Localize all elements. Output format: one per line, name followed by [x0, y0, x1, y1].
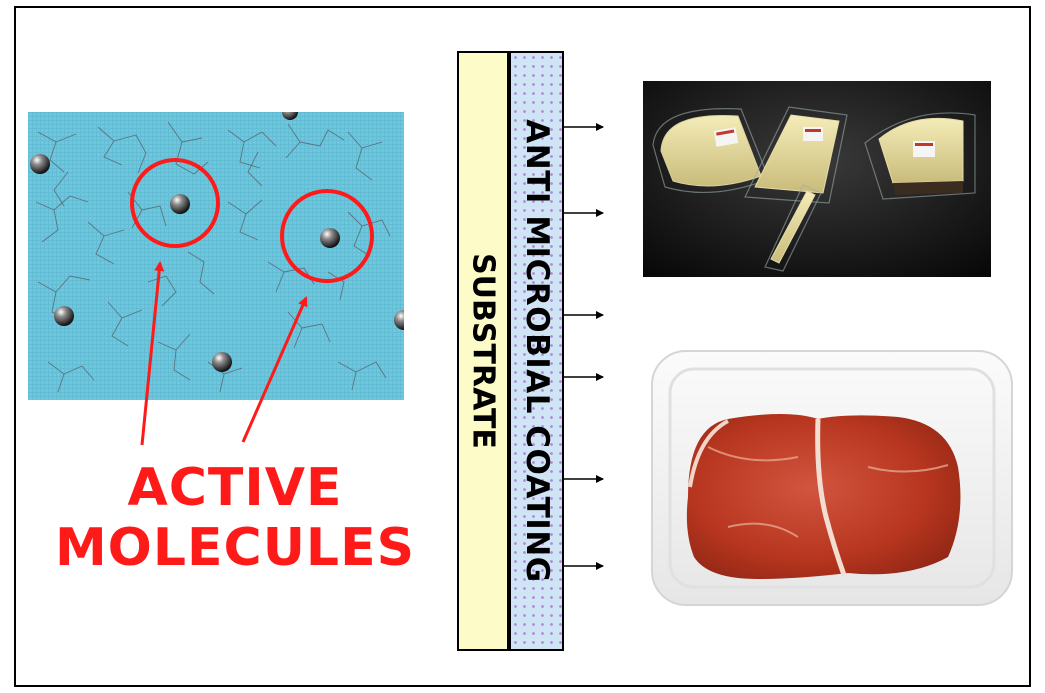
coating-label: ANTI MICROBIAL COATING [519, 119, 555, 582]
substrate-label: SUBSTRATE [466, 253, 501, 449]
packaged-cheese-photo [643, 81, 991, 277]
substrate-layer: SUBSTRATE [457, 51, 509, 651]
arrow-left [142, 263, 160, 445]
active-label-line2: MOLECULES [40, 518, 430, 578]
arrow-right [243, 298, 306, 442]
active-label-line1: ACTIVE [40, 458, 430, 518]
active-molecules-label: ACTIVE MOLECULES [40, 458, 430, 578]
highlight-circle-left [132, 160, 218, 246]
coating-arrows [562, 127, 603, 566]
highlight-circle-right [282, 191, 372, 281]
packaged-meat-photo [648, 347, 1016, 609]
coating-layer: ANTI MICROBIAL COATING [509, 51, 564, 651]
